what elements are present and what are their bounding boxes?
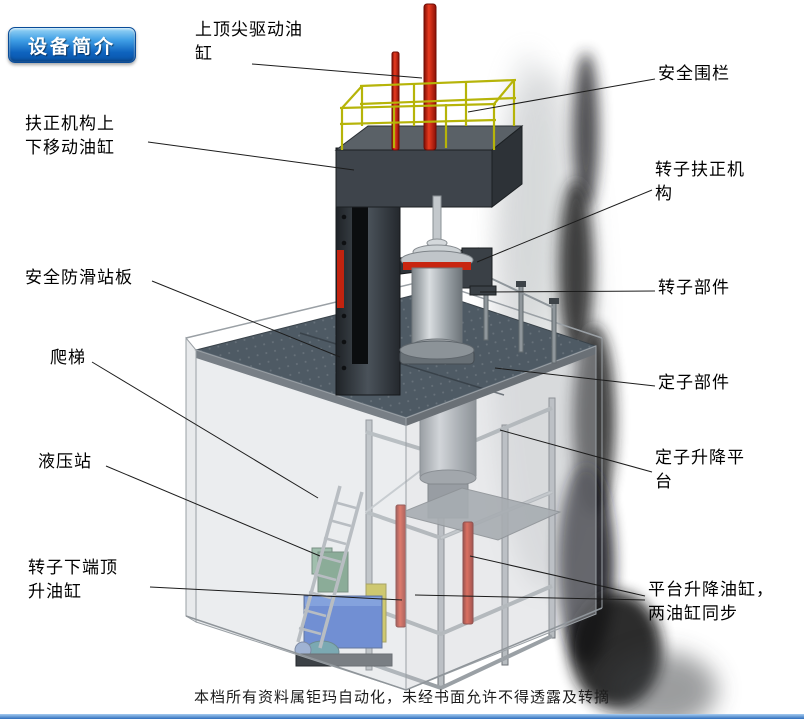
footer-notice: 本档所有资料属钜玛自动化，未经书面允许不得透露及转摘 (193, 689, 610, 706)
label-platform-lift-cylinders: 平台升降油缸， 两油缸同步 (648, 580, 774, 623)
leader-safety-fence (467, 78, 656, 113)
leader-centering-updown-cylinder (147, 141, 355, 171)
label-hydraulic-station: 液压站 (38, 452, 92, 471)
label-centering-updown-cylinder: 扶正机构上 下移动油缸 (25, 114, 115, 157)
equipment-intro-badge-label: 设备简介 (27, 36, 116, 58)
leader-rotor-part (479, 290, 656, 293)
leader-ladder (91, 361, 319, 499)
head-box (334, 124, 524, 209)
leader-anti-slip-board (151, 280, 341, 358)
bottom-accent-bar (0, 714, 804, 719)
label-stator-lift-platform: 定子升降平 台 (655, 448, 745, 491)
label-anti-slip-board: 安全防滑站板 (25, 268, 133, 287)
enclosure-walls (185, 279, 603, 691)
leader-stator-lift-platform (499, 429, 653, 473)
leader-rotor-centering-mechanism (476, 189, 653, 263)
leader-stator-part (494, 367, 656, 387)
equipment-intro-badge[interactable]: 设备简介 (8, 27, 136, 63)
label-stator-part: 定子部件 (658, 373, 730, 392)
leader-platform-lift-b (414, 594, 646, 601)
leader-platform-lift-a (469, 555, 646, 597)
label-rotor-centering-mechanism: 转子扶正机 构 (655, 160, 745, 203)
safety-fence-graphic (339, 78, 517, 150)
label-top-tip-drive-cylinder: 上顶尖驱动油 缸 (195, 20, 303, 63)
rotor-assembly-graphic (399, 195, 475, 365)
label-safety-fence: 安全围栏 (658, 64, 730, 83)
leader-hydraulic-station (105, 465, 321, 557)
ladder-graphic (296, 485, 364, 649)
leader-lines (91, 63, 656, 601)
hydraulic-station-graphic (294, 547, 393, 667)
label-rotor-bottom-jack-cylinder: 转子下端顶 升油缸 (28, 558, 118, 601)
leader-rotor-bottom-jack-cylinder (149, 586, 403, 601)
leader-top-tip-drive-cylinder (251, 63, 423, 79)
label-rotor-part: 转子部件 (658, 278, 730, 297)
label-ladder: 爬梯 (50, 348, 86, 367)
